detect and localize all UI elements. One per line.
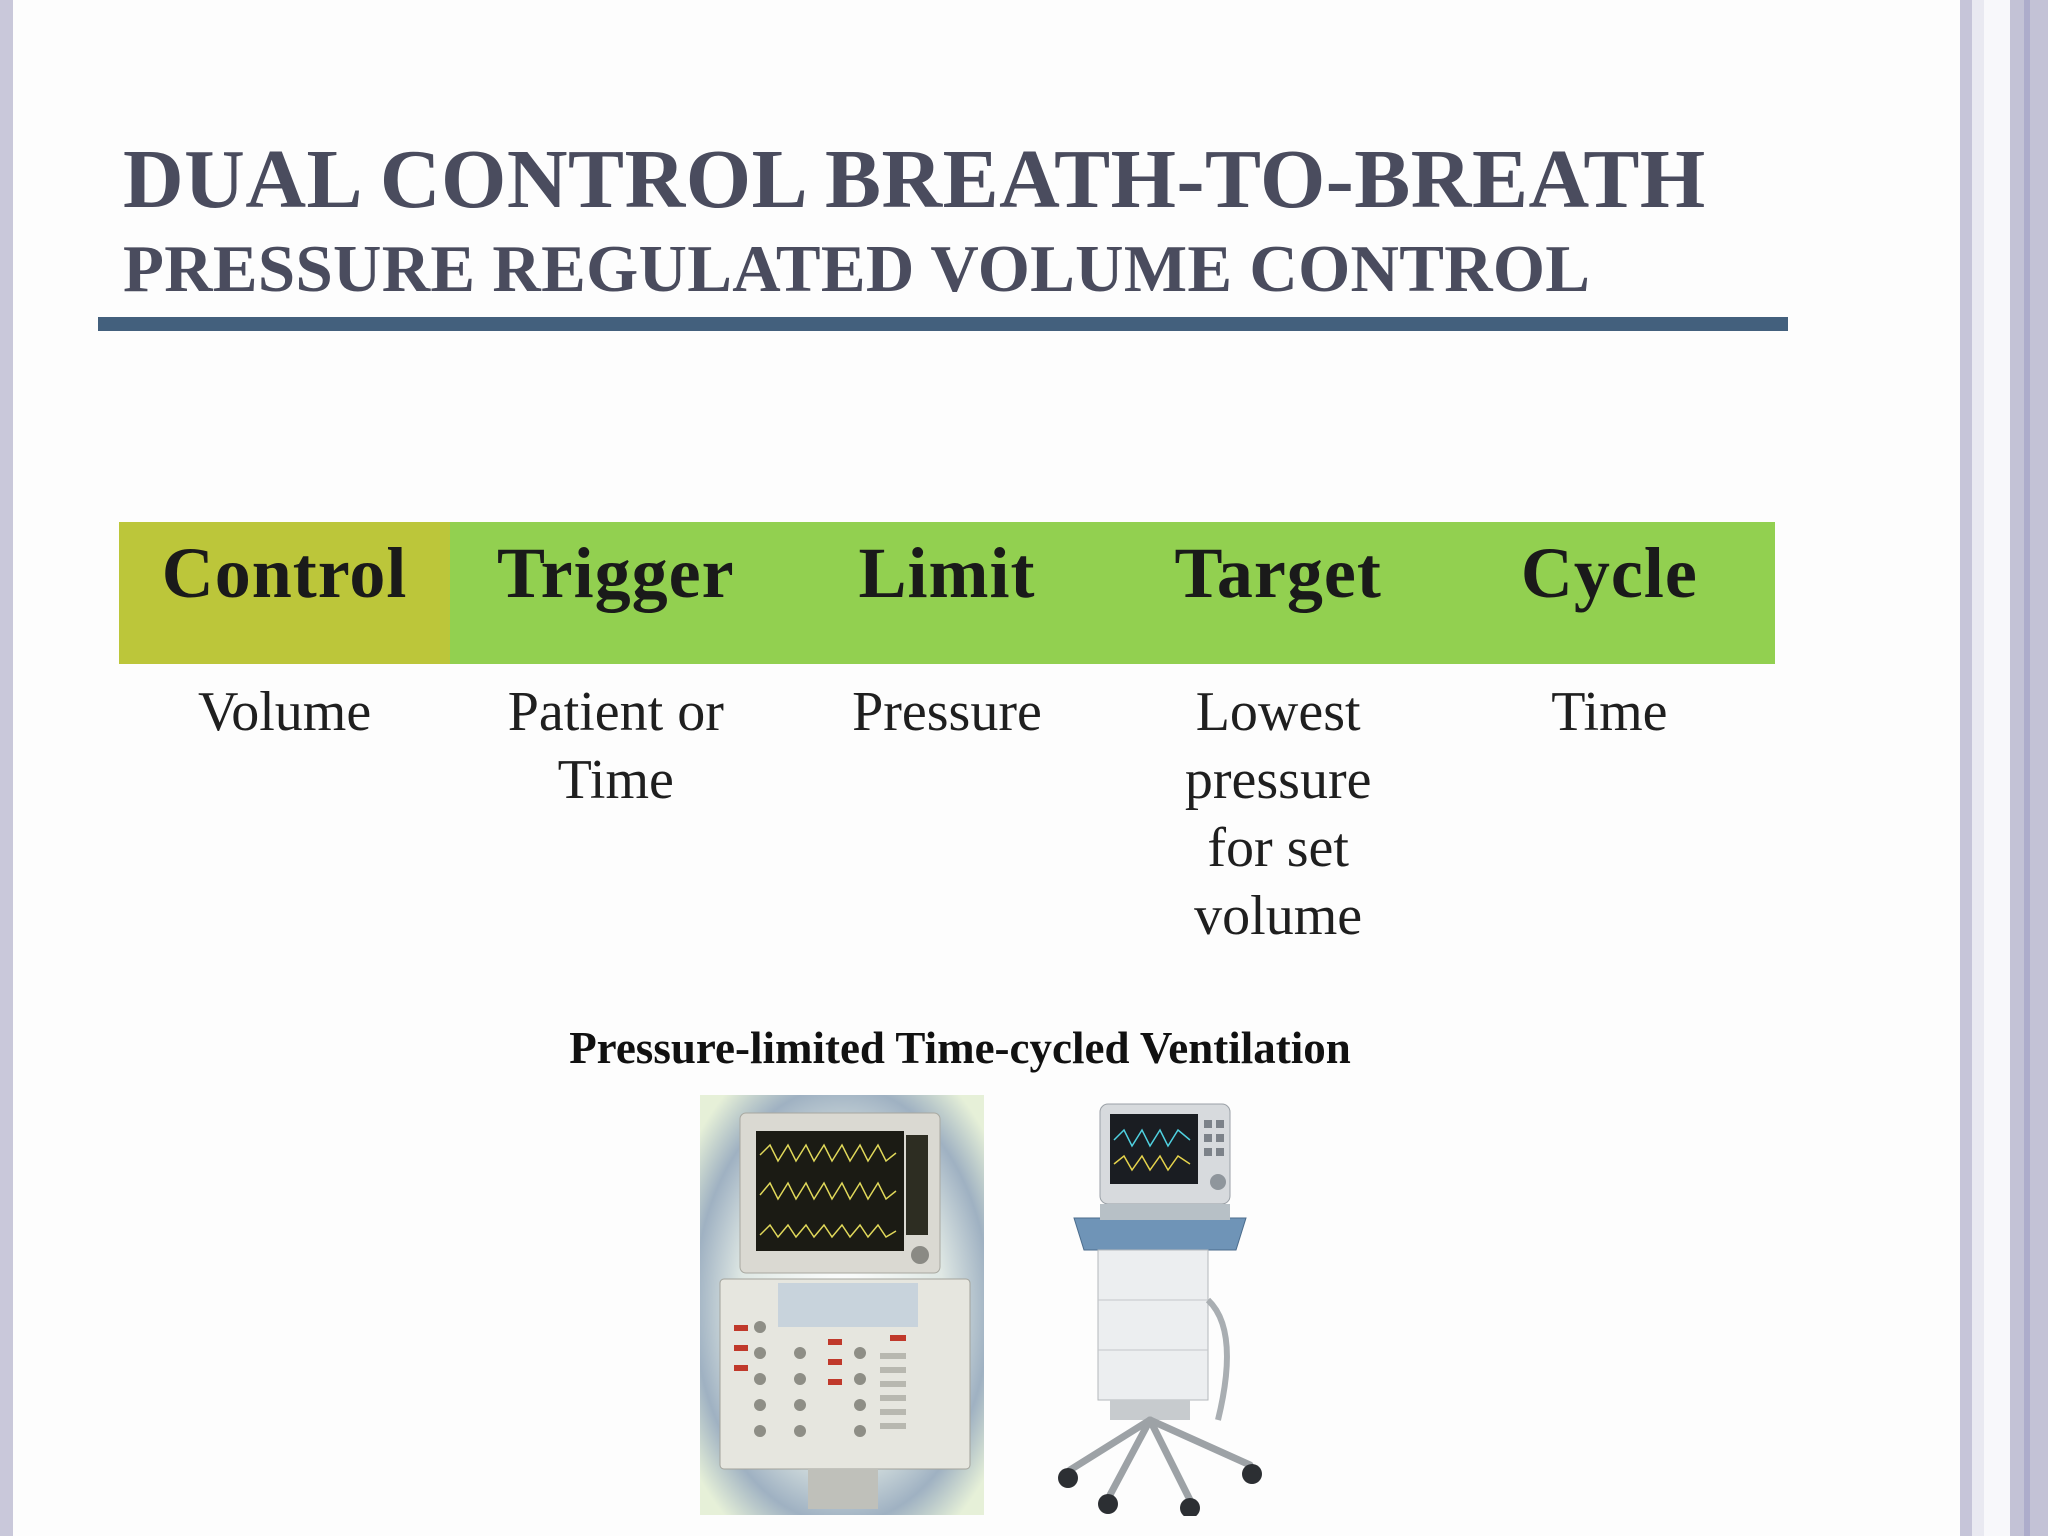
cell-trigger: Patient or Time (507, 681, 724, 811)
right-decorative-band (1960, 0, 1972, 1536)
image-caption: Pressure-limited Time-cycled Ventilation (569, 1023, 1351, 1073)
ventilator-control-panel-photo (700, 1095, 984, 1515)
header-target: Target (1112, 522, 1444, 664)
title-subtitle: PRESSURE REGULATED VOLUME CONTROL (123, 232, 1591, 306)
header-limit: Limit (781, 522, 1113, 664)
slide-title: DUAL CONTROL BREATH-TO-BREATH PRESSURE R… (123, 138, 1763, 303)
header-cycle: Cycle (1443, 522, 1775, 664)
right-decorative-band (1972, 0, 1984, 1536)
header-control: Control (119, 522, 451, 664)
table-header-row: Control Trigger Limit Target Cycle (119, 522, 1775, 664)
cell-target: Lowest pressure for set volume (1184, 681, 1372, 947)
ventilator-on-cart-photo (1058, 1103, 1262, 1516)
cell-cycle: Time (1551, 681, 1668, 743)
left-decorative-stripe (0, 0, 13, 1536)
table-row: Volume Patient or Time Pressure Lowest p… (119, 664, 1775, 950)
title-main: DUAL CONTROL BREATH-TO-BREATH (123, 133, 1706, 226)
cell-control: Volume (197, 681, 372, 743)
ventilation-mode-table: Control Trigger Limit Target Cycle Volum… (119, 522, 1775, 950)
cell-limit: Pressure (852, 681, 1042, 743)
right-decorative-band (2024, 0, 2030, 1536)
title-underline (98, 317, 1788, 331)
right-decorative-band (1984, 0, 2010, 1536)
header-trigger: Trigger (450, 522, 782, 664)
